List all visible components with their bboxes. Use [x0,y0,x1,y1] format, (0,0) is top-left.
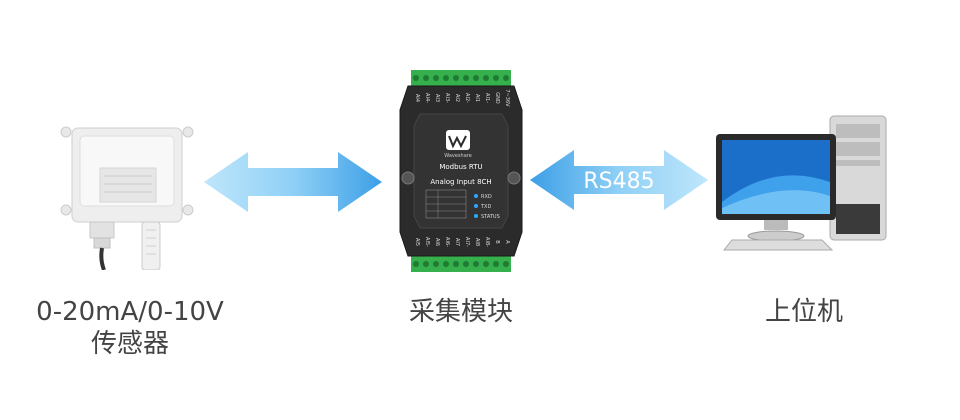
acquisition-module: AI4 AI4- AI3 AI3- AI2 AI2- AI1 AI1- GND 7~36V AI5… [399,70,523,272]
bottom-terminal-screw [463,261,469,267]
bottom-terminal-screw [483,261,489,267]
mode-table [425,189,467,219]
bottom-pin-label: AI6 [434,238,440,246]
top-pin-label: AI2- [464,93,470,103]
led-label: STATUS [481,214,500,220]
keyboard [722,239,834,251]
top-terminal-screw [443,75,449,81]
top-pin-label: AI4- [424,93,430,103]
status-leds: RXD TXD STATUS [474,194,500,220]
link-right-label: RS485 [583,169,654,194]
host-label: 上位机 [764,297,843,327]
module-model-line1: Modbus RTU [439,163,482,171]
top-terminal-block [411,70,511,86]
bottom-pin-label: AI7- [464,237,470,247]
top-pin-label: AI1 [474,94,480,102]
led-indicator [474,194,478,198]
bottom-pin-label: AI6- [444,237,450,247]
led-indicator [474,214,478,218]
top-terminal-screw [503,75,509,81]
bottom-terminal-screw [433,261,439,267]
pc-tower [829,115,887,241]
top-terminal-screw [413,75,419,81]
top-pin-label: GND [494,92,500,104]
top-pin-labels: AI4 AI4- AI3 AI3- AI2 AI2- AI1 AI1- GND 7~36V [414,89,510,107]
sensor-body [60,126,194,223]
sensor-label-line1: 0-20mA/0-10V [36,297,224,327]
top-terminal-screw [463,75,469,81]
brand-logo: Waveshare [444,130,472,159]
top-pin-label: AI4 [414,94,420,102]
brand-name: Waveshare [444,153,472,159]
top-pin-label: AI3- [444,93,450,103]
bottom-pin-label: AI8 [474,238,480,246]
led-label: TXD [480,204,491,210]
sensor-cable-gland [89,221,115,270]
bottom-terminal-screw [473,261,479,267]
bottom-terminal-screw [423,261,429,267]
top-terminal-screw [473,75,479,81]
monitor [716,134,836,242]
sensor-label-line2: 传感器 [90,329,169,359]
top-pin-label: AI2 [454,94,460,102]
sensor-label: 0-20mA/0-10V 传感器 [20,296,240,360]
bottom-pin-label: AI7 [454,238,460,246]
top-terminal-screw [423,75,429,81]
bottom-pin-label: B [494,240,500,244]
sensor-probe [141,221,161,270]
bottom-terminal-screw [453,261,459,267]
module-body [399,85,523,257]
sensor-device [60,126,194,270]
top-terminal-screw [483,75,489,81]
bottom-terminal-screw [413,261,419,267]
top-terminal-screw [493,75,499,81]
host-computer [716,115,887,251]
led-label: RXD [481,194,492,200]
bottom-pin-label: A [504,240,510,244]
top-pin-label: 7~36V [504,89,510,107]
top-pin-label: AI3 [434,94,440,102]
bottom-terminal-screw [503,261,509,267]
bottom-terminal-screw [443,261,449,267]
link-left-arrow [204,152,382,212]
bottom-terminal-block [411,256,511,272]
module-label: 采集模块 [408,297,513,327]
bottom-pin-label: AI8- [484,237,490,247]
module-model-line2: Analog Input 8CH [430,178,491,186]
top-terminal-screw [453,75,459,81]
bottom-pin-label: AI5 [414,238,420,246]
bottom-pin-label: AI5- [424,237,430,247]
top-terminal-screw [433,75,439,81]
link-right-arrow: RS485 [530,150,708,210]
bottom-terminal-screw [493,261,499,267]
led-indicator [474,204,478,208]
top-pin-label: AI1- [484,93,490,103]
